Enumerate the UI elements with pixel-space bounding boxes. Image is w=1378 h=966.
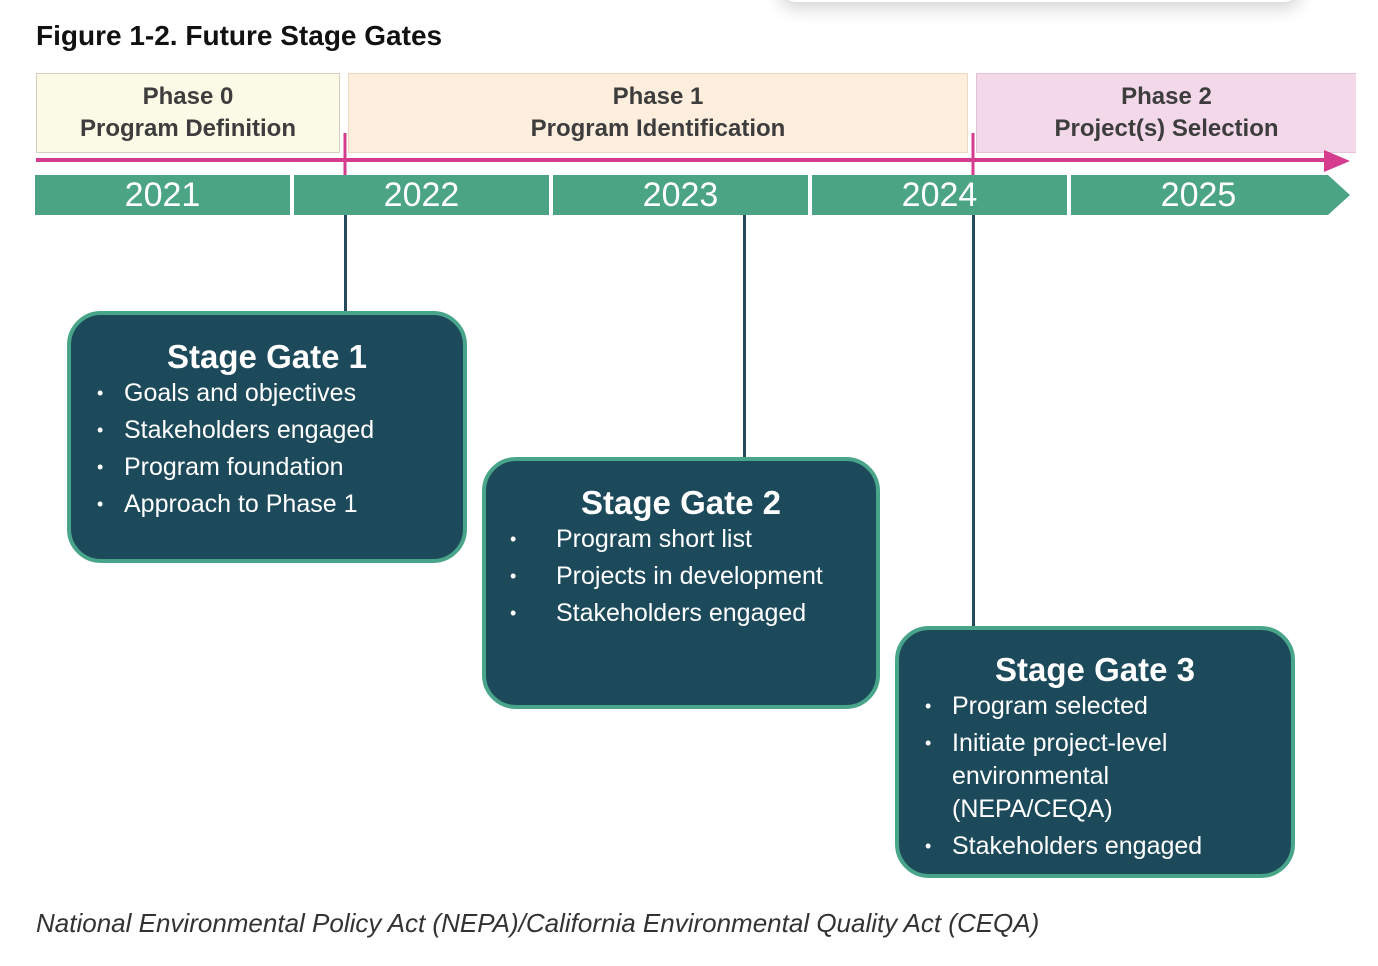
year-segment-2021: [35, 175, 290, 215]
list-item: • Program foundation: [71, 451, 463, 484]
list-item: • Stakeholders engaged: [486, 597, 876, 630]
bullet-icon: •: [925, 733, 932, 753]
phase-1-subtitle: Program Identification: [530, 115, 786, 142]
stage-gate-1-list: • Goals and objectives • Stakeholders enga…: [71, 377, 463, 521]
list-item-text: Stakeholders engaged: [556, 599, 807, 627]
stage-gate-2-box: Stage Gate 2 • Program short list • Projec…: [482, 457, 880, 709]
timeline-graphic: [35, 133, 1350, 215]
year-label: 2023: [642, 176, 719, 214]
stage-gate-2-title: Stage Gate 2: [581, 484, 781, 521]
bullet-icon: •: [97, 494, 104, 514]
bullet-icon: •: [925, 696, 932, 716]
bullet-icon: •: [97, 420, 104, 440]
list-item-text: Goals and objectives: [124, 379, 357, 407]
list-item: • Program short list: [486, 523, 876, 556]
list-item-text: Approach to Phase 1: [124, 490, 358, 518]
footnote: National Environmental Policy Act (NEPA)…: [36, 908, 1040, 938]
year-segment-2022: [294, 175, 549, 215]
list-item: • Goals and objectives: [71, 377, 463, 410]
list-item: • Initiate project-level environmental (N…: [899, 727, 1291, 826]
list-item: • Projects in development: [486, 560, 876, 593]
year-segment-2023: [553, 175, 808, 215]
list-item: • Program selected: [899, 690, 1291, 723]
bullet-icon: •: [510, 566, 517, 586]
bullet-icon: •: [97, 457, 104, 477]
bullet-icon: •: [510, 529, 517, 549]
list-item-text: Program selected: [952, 692, 1148, 720]
year-segment-2025: [1071, 175, 1350, 215]
stage-gate-3-title: Stage Gate 3: [995, 651, 1195, 688]
year-label: 2022: [383, 176, 460, 214]
page-shadow: [780, 0, 1300, 2]
year-segment-2024: [812, 175, 1067, 215]
phase-0-subtitle: Program Definition: [79, 115, 296, 142]
list-item-text: Initiate project-level environmental (NE…: [952, 729, 1168, 823]
bullet-icon: •: [510, 603, 517, 623]
phase-0-name: Phase 0: [142, 83, 234, 110]
list-item-text: Projects in development: [556, 562, 823, 590]
year-label: 2021: [124, 176, 201, 214]
list-item: • Stakeholders engaged: [71, 414, 463, 447]
phase-1-box: Phase 1 Program Identification: [348, 73, 968, 153]
phase-0-box: Phase 0 Program Definition: [36, 73, 340, 153]
list-item-text: Stakeholders engaged: [952, 832, 1203, 860]
bullet-icon: •: [97, 383, 104, 403]
stage-gate-1-box: Stage Gate 1 • Goals and objectives • Stak…: [67, 311, 467, 563]
phase-arrow-head: [1324, 150, 1350, 172]
list-item-text: Program short list: [556, 525, 752, 553]
bullet-icon: •: [925, 836, 932, 856]
gate-2-connector: [743, 215, 746, 459]
stage-gate-3-box: Stage Gate 3 • Program selected • Initiate…: [895, 626, 1295, 878]
list-item: • Stakeholders engaged: [899, 830, 1291, 863]
stage-gate-1-title: Stage Gate 1: [167, 338, 367, 375]
list-item-text: Stakeholders engaged: [124, 416, 375, 444]
phase-2-box: Phase 2 Project(s) Selection: [976, 73, 1356, 153]
phase-1-name: Phase 1: [612, 83, 704, 110]
list-item: • Approach to Phase 1: [71, 488, 463, 521]
year-label: 2025: [1160, 176, 1237, 214]
list-item-text: Program foundation: [124, 453, 344, 481]
stage-gate-2-list: • Program short list • Projects in develop…: [486, 523, 876, 630]
figure-title: Figure 1-2. Future Stage Gates: [36, 20, 443, 51]
stage-gate-3-list: • Program selected • Initiate project-leve…: [899, 690, 1291, 863]
year-label: 2024: [901, 176, 978, 214]
phase-2-name: Phase 2: [1121, 83, 1212, 110]
phase-2-subtitle: Project(s) Selection: [1054, 115, 1279, 142]
gate-3-connector: [972, 215, 975, 628]
gate-1-connector: [344, 215, 347, 313]
